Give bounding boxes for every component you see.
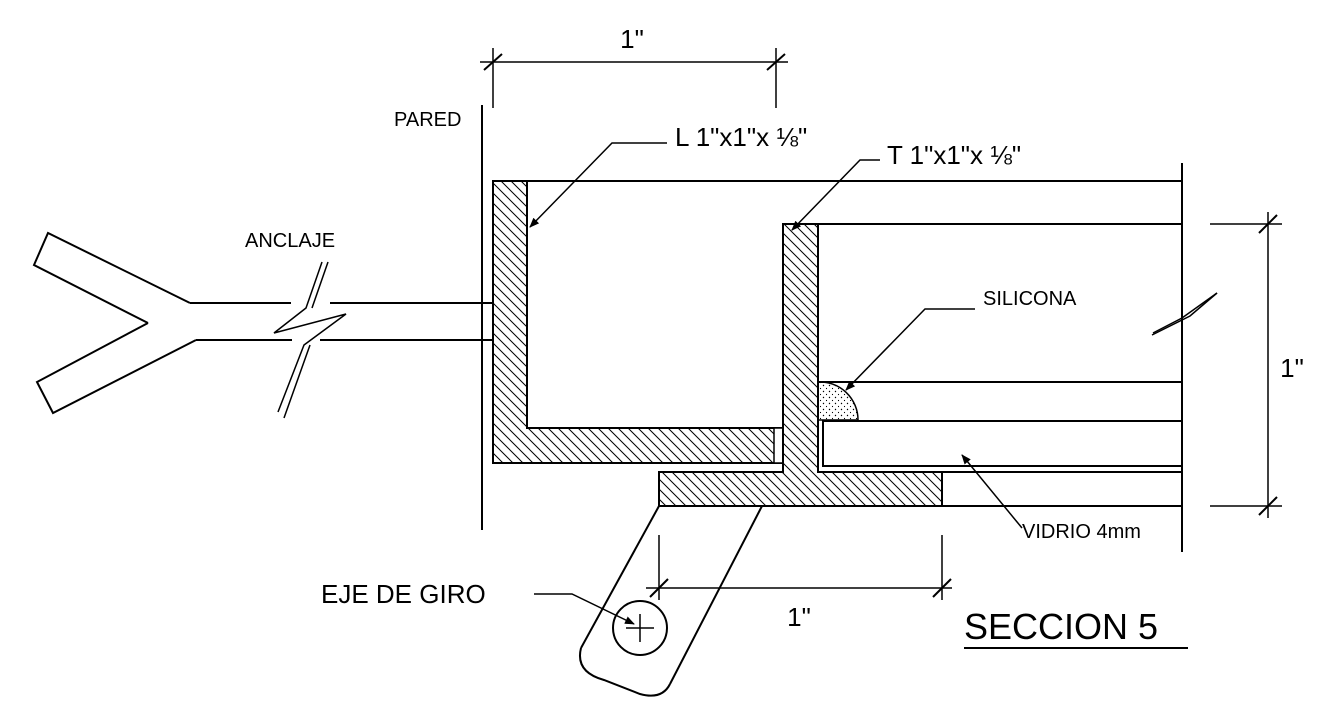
eje-leader — [534, 593, 635, 625]
dimension-bottom — [646, 535, 952, 600]
angle-profile — [492, 180, 784, 464]
eje-de-giro-label: EJE DE GIRO — [321, 579, 486, 609]
glass-pane — [822, 420, 1183, 467]
angle-lip — [773, 427, 784, 464]
silicona-label: SILICONA — [983, 288, 1077, 310]
silicone-bead — [817, 381, 859, 421]
angle-leader — [529, 142, 667, 228]
pivot-circle — [612, 600, 668, 656]
tee-profile-label: T 1"x1"x ⅛" — [887, 140, 1021, 170]
right-break-symbol — [1152, 292, 1218, 334]
dimension-top — [480, 48, 788, 108]
anclaje-label: ANCLAJE — [245, 230, 335, 252]
dimension-bottom-label: 1" — [787, 602, 811, 632]
dimension-right-label: 1" — [1280, 353, 1304, 383]
tee-leader — [791, 159, 880, 231]
silicona-leader — [845, 308, 975, 391]
angle-profile-label: L 1"x1"x ⅛" — [675, 122, 807, 152]
pared-label: PARED — [394, 109, 461, 131]
dimension-right — [1210, 212, 1282, 518]
vidrio-leader — [961, 454, 1023, 529]
pivot-arm — [579, 505, 763, 697]
vidrio-label: VIDRIO 4mm — [1022, 521, 1141, 543]
dimension-top-label: 1" — [620, 24, 644, 54]
anchor-bar — [32, 231, 493, 419]
section-title: SECCION 5 — [964, 606, 1158, 647]
